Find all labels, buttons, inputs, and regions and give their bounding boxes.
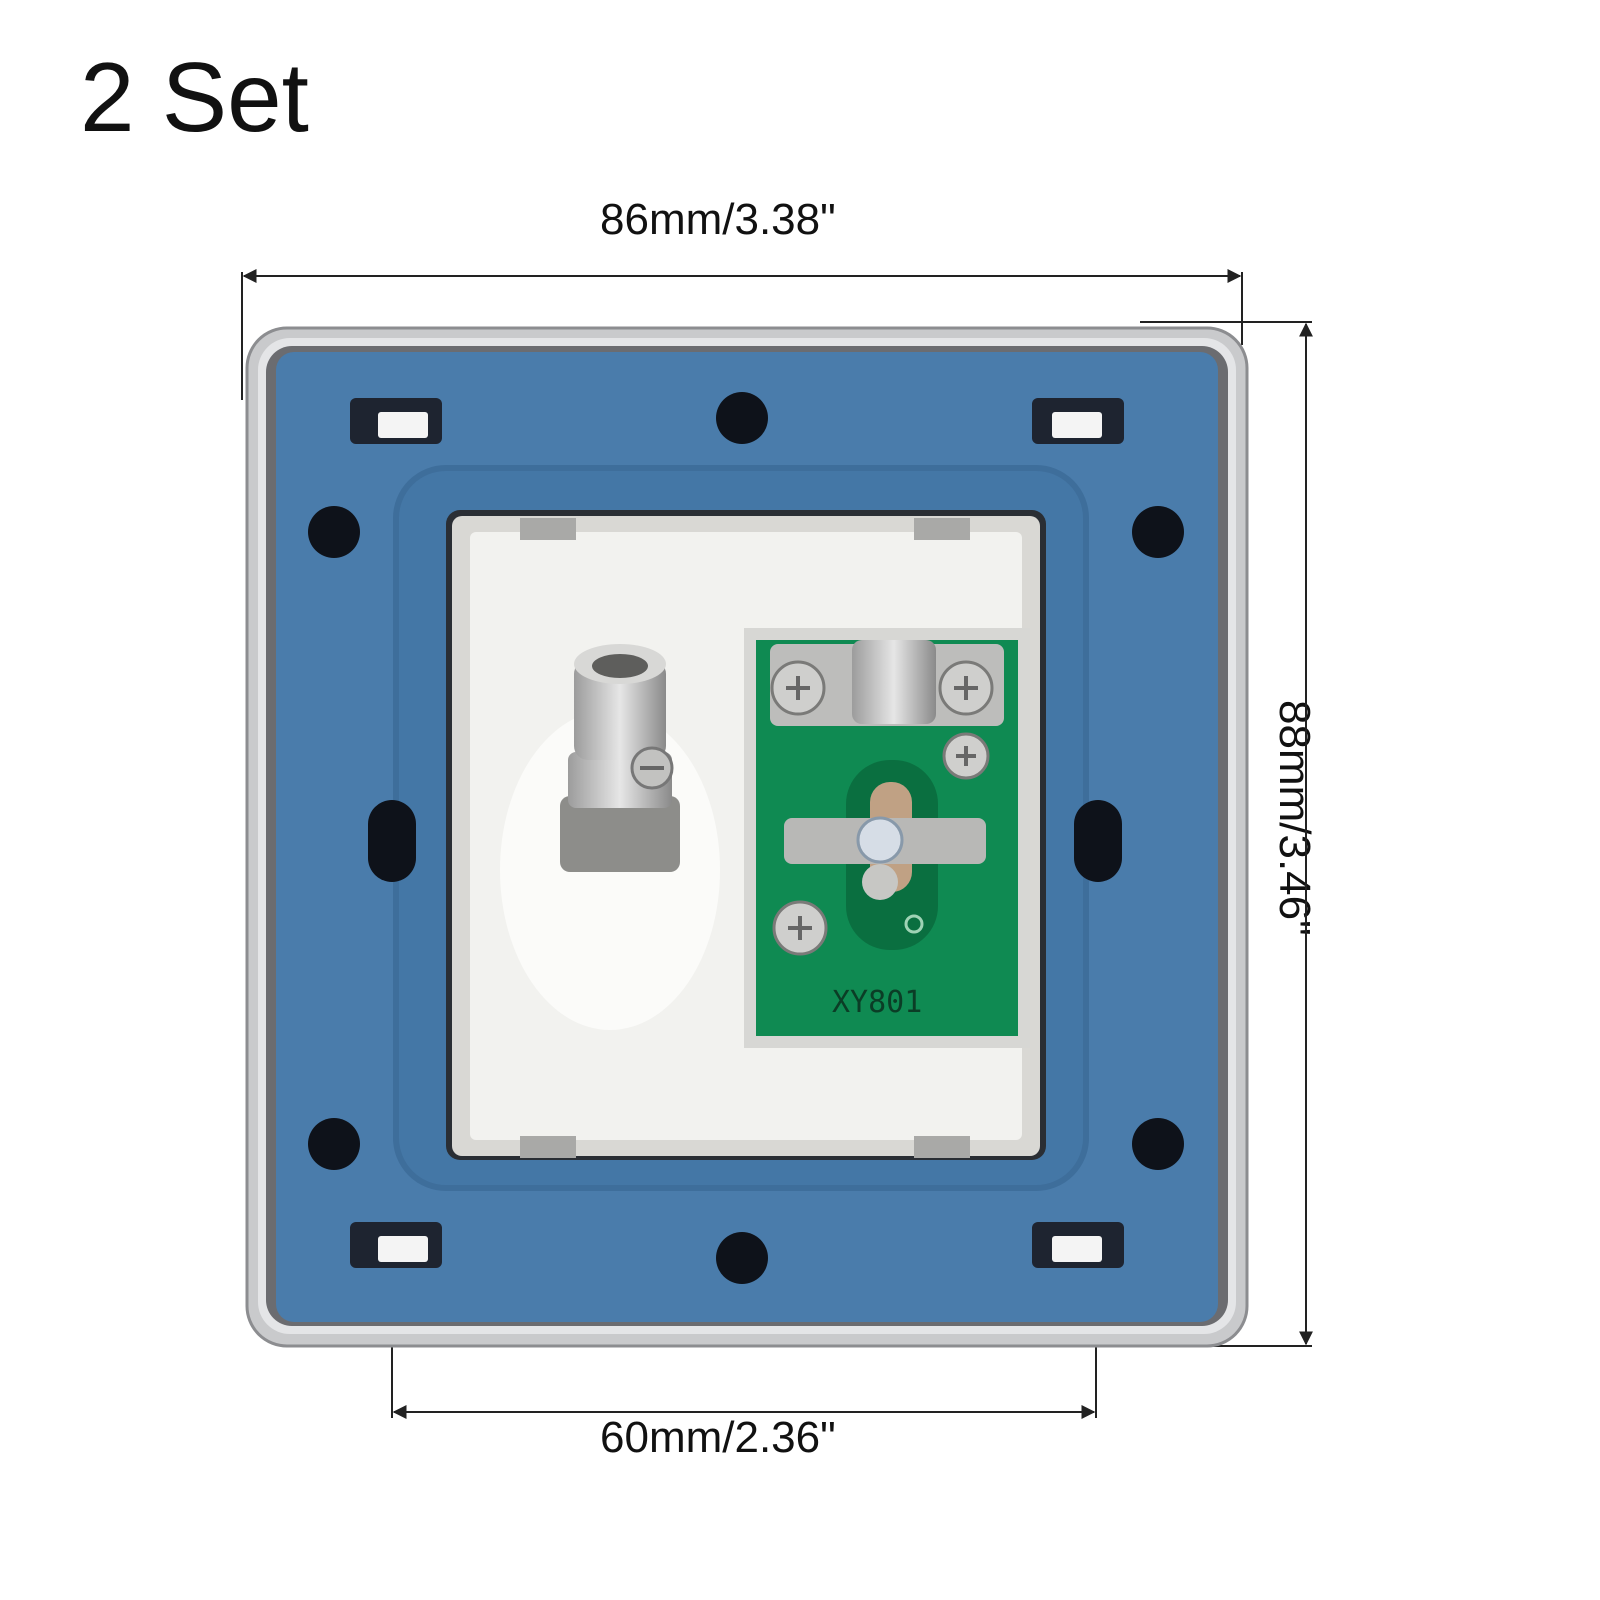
- width-dimension-label: 86mm/3.38": [600, 195, 836, 244]
- screw-slots: [786, 676, 978, 940]
- corner-clips: [350, 398, 1124, 1268]
- mounting-spacing-label: 60mm/2.36": [600, 1413, 836, 1462]
- mounting-holes: [308, 392, 1184, 1284]
- coax-connector: [560, 644, 680, 872]
- width-dimension-line: [241, 269, 1243, 400]
- pcb-marking: XY801: [832, 985, 922, 1020]
- title: 2 Set: [80, 42, 309, 152]
